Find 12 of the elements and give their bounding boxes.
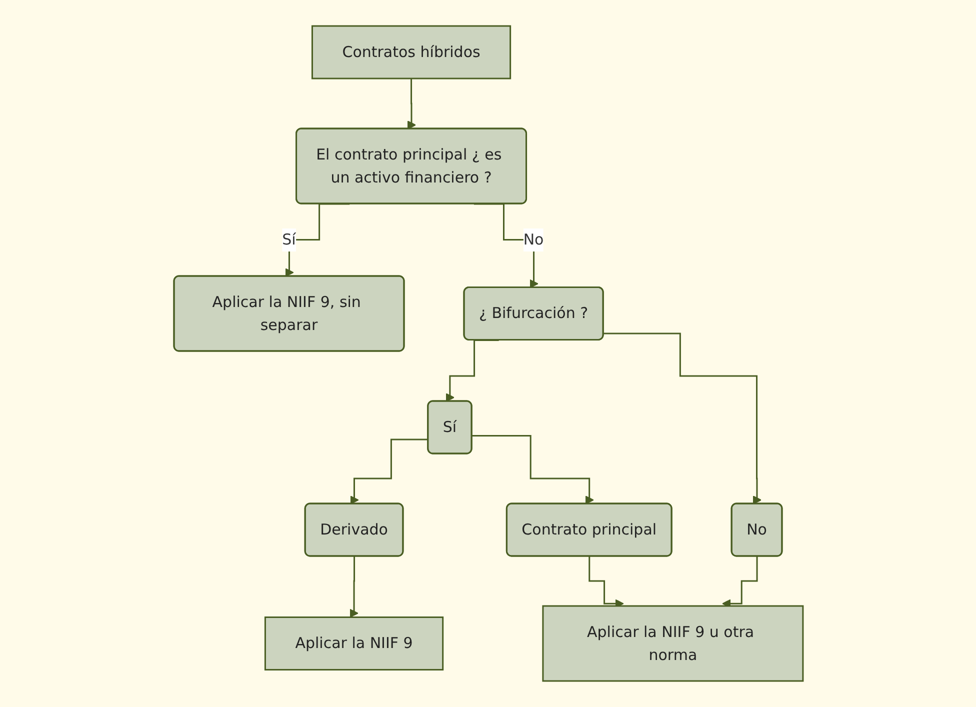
arrow [473,203,538,288]
arrow [603,332,762,504]
arrow [284,203,350,277]
node-box: Aplicar la NIIF 9 [264,616,444,670]
arrow [472,435,594,504]
node-box: Contratos híbridos [311,25,511,80]
edge-label: No [522,230,544,248]
arrow [350,438,428,504]
node-box: Aplicar la NIIF 9 u otra norma [542,605,804,682]
arrow [406,78,416,130]
arrow [349,556,358,618]
edge-label: Sí [282,230,296,248]
